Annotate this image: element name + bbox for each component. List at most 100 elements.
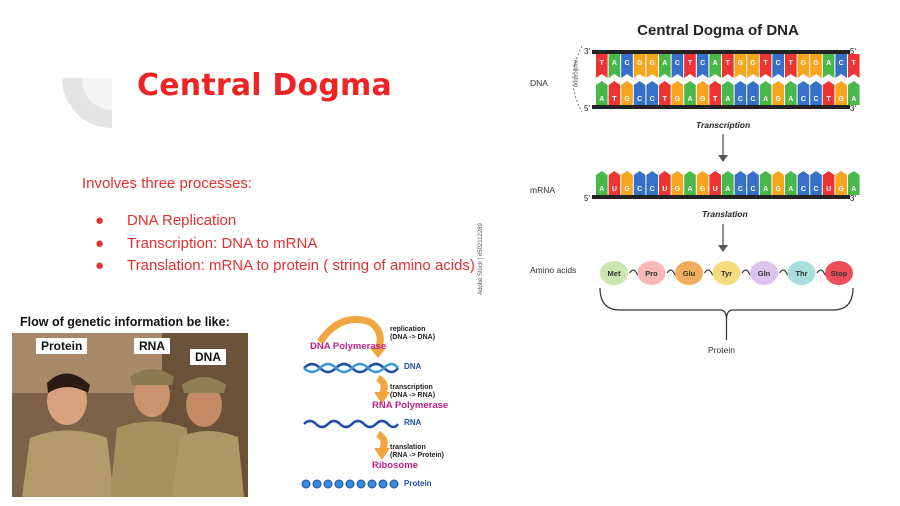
amino-acid-label: Met [608,269,621,278]
mrna-base [684,171,696,195]
strand-end: 5' [584,104,590,113]
flow-molecule: Protein [404,479,432,488]
list-item: ●Translation: mRNA to protein ( string o… [95,255,475,278]
dna-bottom-base [659,81,671,105]
dna-top-base [671,54,684,78]
mrna-base [621,171,633,195]
dna-bottom-base [747,81,759,105]
meme-photo: Protein RNA DNA [12,333,248,497]
dna-top-base-label: A [713,60,718,67]
dna-bottom-base [646,81,658,105]
amino-acid-bead [675,261,703,285]
dna-top-base-label: C [839,60,844,67]
flow-step-detail: (DNA -> DNA) [390,334,436,341]
dna-top-base-label: C [675,60,680,67]
mrna-base-label: C [738,186,743,193]
stock-credit: Adobe Stock | #502112289 [478,223,484,295]
amino-acid-label: Stop [831,269,848,278]
amino-acid-bead [825,261,853,285]
dna-bottom-base [797,81,810,105]
meme-caption: Flow of genetic information be like: [20,315,230,329]
dna-top-base [722,54,734,78]
dna-top-base-label: C [700,60,705,67]
dna-bottom-base [709,81,721,105]
mrna-base-label: C [801,186,806,193]
genetic-flow-diagram: replication (DNA -> DNA) DNA Polymerase … [290,312,480,498]
mrna-base [772,171,784,195]
strand-end: 5' [584,194,590,203]
dna-bottom-base-label: C [738,96,743,103]
meme-label-dna: DNA [190,349,226,365]
dna-top-base [797,54,810,78]
dna-bottom-base-label: G [675,96,681,103]
mrna-base [633,171,646,195]
mrna-base-label: A [725,186,730,193]
amino-acid-bead [637,261,666,285]
meme-label-rna: RNA [134,338,170,354]
dna-top-base [596,54,608,78]
dna-bottom-base-label: A [763,96,768,103]
dna-bottom-base [722,81,734,105]
bullet-icon: ● [95,257,105,274]
dna-bottom-base-label: T [663,96,668,103]
dna-bottom-base [835,81,847,105]
dna-top-base-label: G [750,60,756,67]
dna-top-base-label: C [776,60,781,67]
dna-top-base [709,54,721,78]
dna-bottom-base [608,81,621,105]
dna-top-base [747,54,759,78]
translation-arrow-head [718,245,728,252]
dna-bottom-base [785,81,797,105]
mrna-base-label: G [700,186,706,193]
amino-acid-label: Tyr [721,269,732,278]
mrna-base-label: U [662,186,667,193]
mrna-backbone [592,195,850,199]
dna-bottom-base-label: A [725,96,730,103]
list-item: ●Transcription: DNA to mRNA [95,233,475,256]
flow-enzyme: DNA Polymerase [310,341,387,352]
dna-bottom-base-label: G [700,96,706,103]
dna-bottom-base-label: C [813,96,818,103]
mrna-base-label: G [624,186,630,193]
mrna-base-label: C [813,186,818,193]
transcription-arrow-head [718,155,728,162]
dna-bottom-base [759,81,772,105]
transcription-label: Transcription [696,120,751,130]
dna-top-base [608,54,621,78]
dna-top-base-label: A [612,60,617,67]
dna-top-base-label: T [789,60,794,67]
mrna-base [596,171,608,195]
dna-bottom-base-label: T [612,96,617,103]
amino-acid-label: Gln [758,269,771,278]
dna-bottom-base-label: A [599,96,604,103]
dna-bottom-base [810,81,822,105]
dna-bottom-base [848,81,860,105]
mrna-base-label: A [763,186,768,193]
meme-image: Flow of genetic information be like: Pro… [12,313,248,497]
dna-bottom-base [684,81,696,105]
mrna-base-label: A [599,186,604,193]
dna-bottom-base-label: T [713,96,718,103]
intro-text: Involves three processes: [82,175,253,192]
dna-top-base-label: C [624,60,629,67]
dna-bottom-base-label: A [687,96,692,103]
slide-title: Central Dogma [137,68,392,103]
mrna-base [747,171,759,195]
dna-backbone-top [592,50,850,54]
amino-acid-label: Pro [645,269,658,278]
dna-top-base [633,54,646,78]
dna-top-base-label: G [637,60,643,67]
dna-top-base [785,54,797,78]
dna-top-base [696,54,709,78]
dna-top-base-label: T [600,60,605,67]
flow-molecule: DNA [404,362,422,371]
dna-bottom-base [633,81,646,105]
mrna-base [797,171,810,195]
flow-enzyme: Ribosome [372,460,418,471]
flow-step-process: translation [390,444,426,451]
amino-acid-label: Thr [795,269,807,278]
flow-step-detail: (RNA -> Protein) [390,452,444,459]
dna-top-base-label: A [662,60,667,67]
